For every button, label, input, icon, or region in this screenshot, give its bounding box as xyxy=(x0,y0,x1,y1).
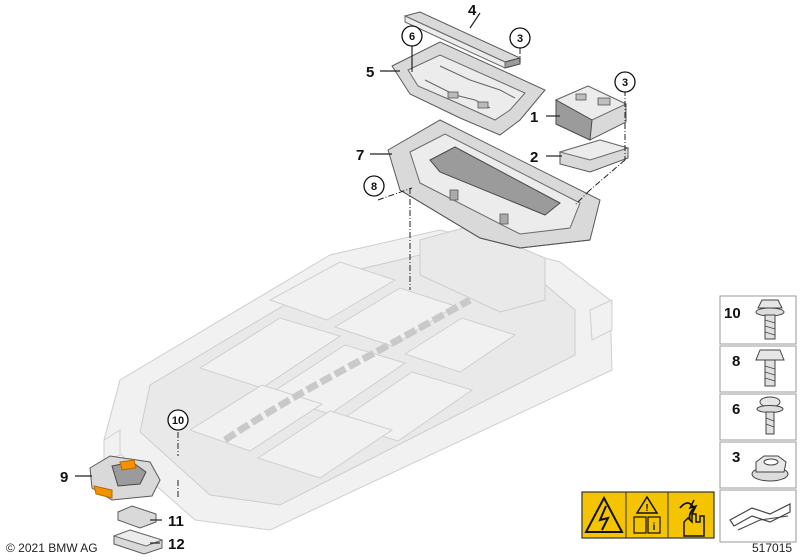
callout-3-right: 3 xyxy=(614,71,636,93)
part-12-bracket xyxy=(112,529,164,555)
callout-10: 10 xyxy=(167,409,189,431)
part-4-cover-strip xyxy=(403,11,522,69)
part-11-bracket xyxy=(117,505,157,529)
read-manual-icon: ! i xyxy=(633,495,661,534)
part-1-control-module xyxy=(554,85,628,141)
part-2-bracket xyxy=(558,139,630,173)
legend-item-6: 6 xyxy=(732,401,740,418)
legend-item-10: 10 xyxy=(724,305,741,322)
document-number: 517015 xyxy=(752,541,792,555)
svg-text:8: 8 xyxy=(371,181,377,193)
callout-4: 4 xyxy=(468,2,477,19)
torx-screw-icon xyxy=(756,396,784,435)
callout-7: 7 xyxy=(356,147,364,164)
svg-text:10: 10 xyxy=(172,415,184,427)
svg-text:3: 3 xyxy=(622,77,628,89)
flange-nut-icon xyxy=(751,455,789,482)
callout-2: 2 xyxy=(530,149,538,166)
legend-item-8: 8 xyxy=(732,353,740,370)
callout-1: 1 xyxy=(530,109,538,126)
callout-6: 6 xyxy=(401,25,423,47)
legend-item-3: 3 xyxy=(732,449,740,466)
callout-11: 11 xyxy=(168,513,184,530)
callout-leaders xyxy=(75,12,562,544)
flange-bolt-icon xyxy=(755,299,785,340)
callout-8: 8 xyxy=(363,175,385,197)
part-7-tray xyxy=(387,119,601,249)
orientation-arrow-icon xyxy=(729,503,791,531)
callout-9: 9 xyxy=(60,469,68,486)
copyright-text: © 2021 BMW AG xyxy=(6,541,98,555)
hex-bolt-icon xyxy=(755,349,785,387)
electric-shock-hand-icon xyxy=(679,499,705,537)
svg-text:i: i xyxy=(653,522,656,533)
part-9-connector xyxy=(89,455,161,501)
part-5-upper-frame xyxy=(391,41,546,136)
battery-housing-ghost xyxy=(103,225,613,531)
callout-12: 12 xyxy=(168,536,185,553)
svg-text:!: ! xyxy=(645,503,648,514)
svg-text:6: 6 xyxy=(409,31,415,43)
high-voltage-warning-icon xyxy=(584,495,624,533)
warning-labels: ! i xyxy=(581,491,715,539)
callout-3-top: 3 xyxy=(509,27,531,49)
fastener-legend: 10 8 6 3 xyxy=(719,295,797,543)
callout-5: 5 xyxy=(366,64,374,81)
svg-text:3: 3 xyxy=(517,33,523,45)
